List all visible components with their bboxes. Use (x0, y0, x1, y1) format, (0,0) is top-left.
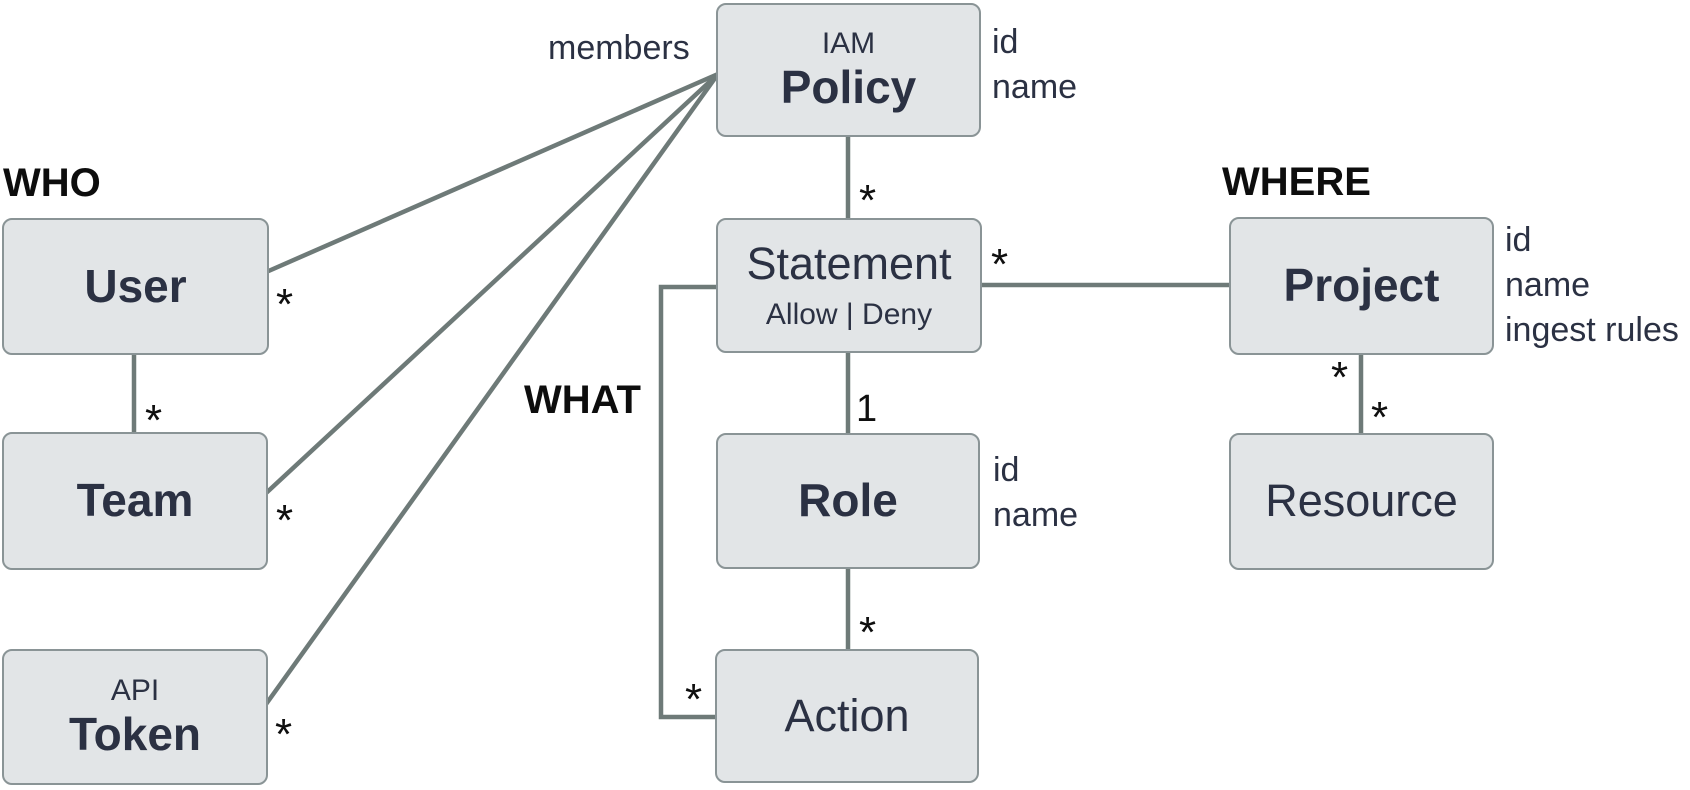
entity-policy-kicker: IAM (821, 27, 876, 61)
entity-action-name: Action (784, 689, 910, 741)
multiplicity-policy-statement: * (859, 176, 877, 225)
entity-statement-effect: Allow | Deny (765, 297, 933, 331)
attribute: id (993, 451, 1020, 489)
multiplicity-role-action: * (859, 608, 877, 657)
entity-role-name: Role (798, 474, 898, 527)
group-label-where: WHERE (1222, 160, 1371, 204)
entity-role-attributes: id name (993, 448, 1078, 538)
connector-policy-token (262, 72, 720, 709)
entity-action: Action (715, 649, 979, 783)
entity-api-token-kicker: API (110, 674, 160, 708)
group-label-who: WHO (3, 161, 101, 205)
connector-policy-user (263, 71, 719, 276)
entity-user: User (2, 218, 269, 355)
connector-policy-team (262, 72, 720, 497)
multiplicity-statement-project: * (991, 240, 1009, 289)
multiplicity-user-team: * (145, 396, 163, 445)
attribute: name (992, 68, 1078, 106)
entity-role: Role (716, 433, 980, 569)
attribute: id (992, 23, 1019, 61)
entity-api-token: API Token (2, 649, 268, 785)
entity-policy-name: Policy (780, 61, 917, 114)
entity-team-name: Team (76, 474, 194, 527)
entity-resource: Resource (1229, 433, 1494, 570)
entity-statement: Statement Allow | Deny (716, 218, 982, 353)
entity-policy: IAM Policy (716, 3, 981, 137)
entity-user-name: User (84, 259, 187, 312)
multiplicity-project-resource-project-end: * (1331, 353, 1349, 402)
entity-project-name: Project (1283, 259, 1440, 312)
entity-team: Team (2, 432, 268, 570)
multiplicity-policy-team: * (276, 496, 294, 545)
attribute: id (1505, 221, 1532, 259)
connector-statement-action-elbow (658, 284, 718, 720)
entity-api-token-name: Token (68, 708, 202, 761)
entity-project: Project (1229, 217, 1494, 355)
entity-project-attributes: id name ingest rules (1505, 218, 1679, 353)
entity-policy-attributes: id name (992, 20, 1077, 110)
attribute: name (993, 496, 1079, 534)
members-relationship-label: members (548, 29, 690, 67)
multiplicity-statement-role: 1 (856, 388, 878, 430)
multiplicity-project-resource-resource-end: * (1371, 393, 1389, 442)
multiplicity-policy-user: * (276, 280, 294, 329)
attribute: name (1505, 266, 1591, 304)
multiplicity-policy-token: * (275, 710, 293, 759)
group-label-what: WHAT (524, 378, 641, 422)
entity-statement-name: Statement (746, 238, 952, 290)
entity-resource-name: Resource (1265, 475, 1458, 527)
attribute: ingest rules (1505, 311, 1679, 349)
multiplicity-statement-action: * (685, 675, 703, 724)
